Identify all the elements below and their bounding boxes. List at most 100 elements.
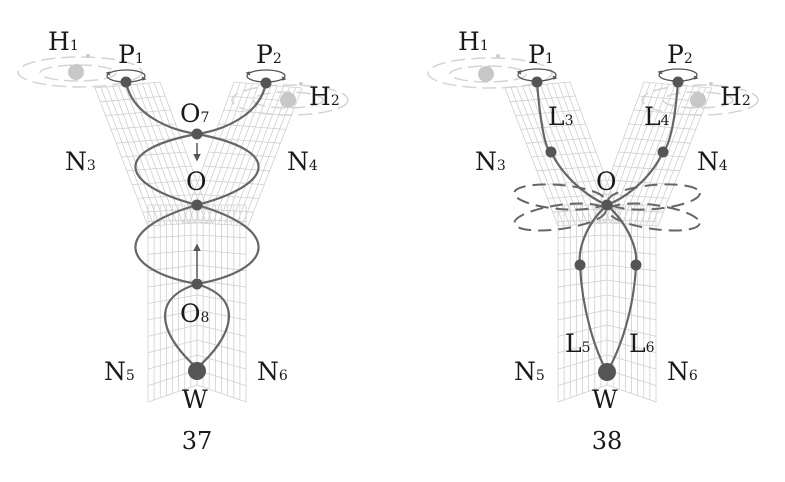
label-n5: N5 — [514, 357, 545, 386]
label-h1: H1 — [458, 27, 489, 56]
label-p2: P2 — [256, 40, 282, 69]
label-n4: N4 — [287, 147, 318, 176]
grid-line — [606, 249, 657, 255]
point-l5-mid — [574, 259, 586, 271]
label-o: O — [596, 167, 617, 196]
grid-line — [606, 309, 657, 321]
grid-line — [510, 95, 576, 103]
label-p1: P1 — [528, 40, 554, 69]
label-l5: L5 — [565, 329, 591, 358]
grid-line — [557, 294, 608, 304]
grid-line — [557, 324, 608, 337]
planet-h2 — [280, 92, 296, 108]
point-w — [188, 362, 206, 380]
grid-line — [613, 165, 680, 172]
grid-line — [196, 279, 247, 288]
point-o — [191, 199, 203, 211]
grid-line — [557, 234, 608, 239]
point-o8 — [191, 278, 203, 290]
grid-line — [147, 384, 198, 403]
star-system-h1 — [17, 54, 143, 88]
grid-line — [515, 109, 581, 116]
label-h2: H2 — [720, 82, 751, 111]
grid-line — [116, 137, 181, 144]
grid-line — [147, 309, 198, 321]
label-l3: L3 — [548, 102, 574, 131]
planet-h2 — [690, 92, 706, 108]
grid-line — [557, 219, 608, 222]
grid-line — [105, 109, 171, 116]
grid-line — [196, 264, 247, 272]
grid-line — [196, 324, 247, 337]
star-system-h2 — [641, 82, 759, 116]
point-o — [601, 199, 613, 211]
label-w: W — [182, 385, 208, 414]
grid-line — [208, 151, 276, 158]
grid-line — [147, 264, 198, 272]
grid-line — [147, 234, 198, 239]
point-o7 — [191, 128, 203, 140]
grid-line — [203, 165, 270, 172]
label-n6: N6 — [667, 357, 698, 386]
label-p1: P1 — [118, 40, 144, 69]
grid-line — [606, 384, 657, 403]
figure-number: 38 — [592, 427, 623, 455]
grid-line — [526, 137, 591, 144]
grid-line — [196, 309, 247, 321]
grid-line — [606, 324, 657, 337]
point-p1 — [531, 76, 543, 88]
grid-line — [536, 165, 602, 172]
grid-line — [147, 324, 198, 337]
grid-line — [147, 221, 213, 227]
grid-line — [618, 151, 686, 158]
grid-line — [623, 137, 691, 144]
grid-line — [147, 339, 198, 354]
label-l6: L6 — [629, 329, 655, 358]
grid-line — [531, 151, 597, 158]
label-n6: N6 — [257, 357, 288, 386]
grid-line — [196, 354, 247, 370]
grid-line — [196, 234, 247, 239]
label-w: W — [592, 385, 618, 414]
grid-line — [132, 179, 197, 185]
grid-line — [147, 279, 198, 288]
figure-38: H1 P1 P2 H2 L3 L4 N3 N4 O L5 L6 N5 N6 W … — [427, 27, 759, 455]
figure-number: 37 — [182, 427, 213, 455]
grid-line — [628, 123, 696, 130]
grid-line — [557, 339, 608, 354]
grid-line — [126, 165, 192, 172]
grid-line — [196, 339, 247, 354]
grid-line — [213, 137, 281, 144]
point-p2 — [672, 76, 684, 88]
grid-line — [198, 179, 265, 185]
star-system-h1 — [427, 54, 553, 89]
grid-line — [147, 249, 198, 255]
star-system-h2 — [231, 82, 349, 116]
point-l3-mid — [545, 146, 557, 158]
label-o7: O7 — [180, 99, 209, 128]
label-o: O — [186, 167, 207, 196]
planet-h1 — [68, 64, 84, 80]
label-l4: L4 — [644, 102, 670, 131]
grid-line — [520, 123, 586, 130]
label-n4: N4 — [697, 147, 728, 176]
point-w — [598, 363, 616, 381]
label-o8: O8 — [180, 299, 209, 328]
label-n5: N5 — [104, 357, 135, 386]
grid-line — [147, 294, 198, 304]
grid-line — [606, 219, 657, 222]
grid-line — [557, 249, 608, 255]
grid-line — [121, 151, 187, 158]
label-p2: P2 — [667, 40, 693, 69]
label-h1: H1 — [48, 27, 79, 56]
curve-p1-o7 — [124, 81, 198, 136]
figure-37: H1 P1 P2 H2 O7 N3 N4 O O8 N5 N6 W 37 — [17, 27, 349, 455]
point-l4-mid — [657, 146, 669, 158]
label-n3: N3 — [65, 147, 96, 176]
curve-p2-o7 — [196, 82, 268, 136]
grid-line — [196, 249, 247, 255]
grid-line — [557, 309, 608, 321]
label-n3: N3 — [475, 147, 506, 176]
grid-line — [147, 354, 198, 370]
